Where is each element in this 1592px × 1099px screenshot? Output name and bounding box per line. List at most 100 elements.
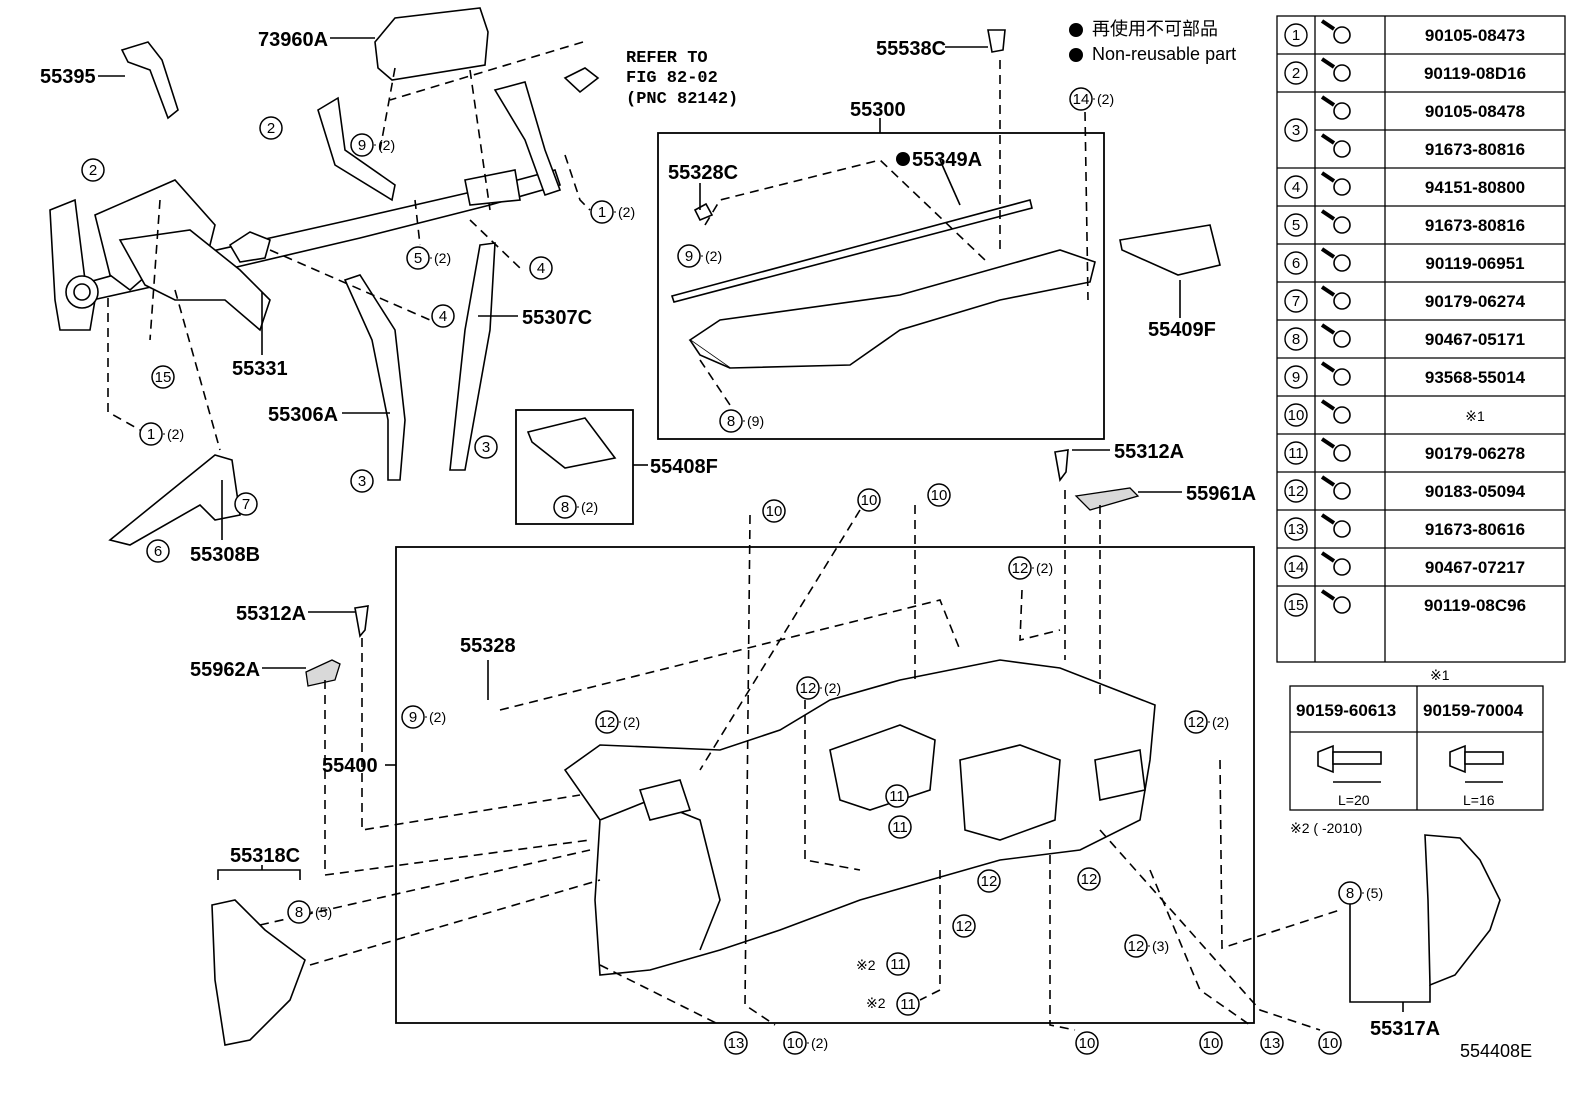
callout-circle — [886, 952, 910, 976]
label-73960A: 73960A — [258, 29, 328, 51]
label-55961A: 55961A — [1186, 483, 1256, 505]
callout-number: 12 — [1128, 938, 1145, 955]
callout-circle — [431, 304, 455, 328]
callout-c9c: 9(2) — [401, 705, 446, 729]
fastener-icon — [1320, 475, 1351, 500]
box-55300 — [657, 132, 1105, 440]
callout-quantity: (3) — [1152, 938, 1169, 954]
fastener-code: 91673-80816 — [1425, 216, 1525, 235]
callout-circle — [1260, 1031, 1284, 1055]
callout-circle — [927, 483, 951, 507]
fastener-icon — [1320, 323, 1351, 348]
callout-c15a: 15 — [151, 365, 175, 389]
callout-circle — [1008, 556, 1032, 580]
callout-c7a: 7 — [234, 492, 258, 516]
callout-circle — [1077, 867, 1101, 891]
fastener-code: 91673-80816 — [1425, 140, 1525, 159]
callout-c8c: 8(5) — [287, 900, 332, 924]
fastener-code: 90105-08478 — [1425, 102, 1525, 121]
non-reusable-dot-55349A — [896, 152, 910, 166]
callout-group: 9(2)221(2)5(2)44151(2)33768(2)8(9)9(2)14… — [81, 87, 1383, 1055]
note1-left-length: L=20 — [1338, 792, 1370, 808]
callout-number: 12 — [599, 714, 616, 731]
callout-c12d: 12(2) — [1184, 710, 1229, 734]
fastener-number-circle — [1284, 479, 1308, 503]
fastener-number: 12 — [1288, 483, 1305, 500]
callout-number: 11 — [900, 996, 916, 1013]
callout-circle — [81, 158, 105, 182]
callout-circle — [1075, 1031, 1099, 1055]
callout-circle — [287, 900, 311, 924]
label-55395: 55395 — [40, 66, 96, 88]
callout-number: 1 — [598, 204, 606, 221]
callout-circle — [783, 1031, 807, 1055]
upper-panel-55300-illustration — [670, 199, 1096, 369]
callout-c4a: 4 — [529, 256, 553, 280]
note2-mark-b: ※2 — [866, 995, 886, 1011]
callout-circle — [885, 784, 909, 808]
callout-number: 8 — [727, 413, 735, 430]
callout-number: 4 — [439, 308, 447, 325]
fastener-number: 7 — [1292, 293, 1300, 310]
fastener-code: 90119-08C96 — [1424, 596, 1526, 615]
label-55308B: 55308B — [190, 544, 260, 566]
callout-c12f: 12 — [1077, 867, 1101, 891]
callout-c11d: 11 — [896, 992, 920, 1016]
callout-c5a: 5(2) — [406, 246, 451, 270]
fastener-icon — [1320, 285, 1351, 310]
callout-c12g: 12 — [952, 914, 976, 938]
label-55349A: 55349A — [912, 149, 982, 171]
callout-number: 11 — [892, 819, 908, 836]
fastener-number: 9 — [1292, 369, 1300, 386]
fastener-icon — [1320, 209, 1351, 234]
fastener-code: 90179-06278 — [1425, 444, 1525, 463]
callout-circle — [529, 256, 553, 280]
callout-circle — [595, 710, 619, 734]
illustration-id: 554408E — [1460, 1041, 1532, 1061]
fastener-icon — [1320, 361, 1351, 386]
fastener-icon — [1320, 589, 1351, 614]
vent-55961A — [1074, 487, 1140, 511]
callout-c3b: 3 — [350, 469, 374, 493]
callout-number: 10 — [766, 503, 783, 520]
callout-quantity: (2) — [824, 680, 841, 696]
fastener-number-circle — [1284, 327, 1308, 351]
label-55300: 55300 — [850, 99, 906, 121]
callout-quantity: (2) — [581, 499, 598, 515]
clip-55312A-top — [1054, 449, 1069, 482]
box-55400 — [395, 546, 1255, 1024]
fastener-icon — [1320, 551, 1351, 576]
legend-japanese: 再使用不可部品 — [1092, 19, 1218, 39]
callout-c12a: 12(2) — [1008, 556, 1053, 580]
callout-number: 10 — [1079, 1035, 1096, 1052]
callout-c10e: 10 — [1075, 1031, 1099, 1055]
bolt-icon-left — [1317, 744, 1382, 783]
fastener-code: 90467-07217 — [1425, 558, 1525, 577]
callout-number: 12 — [1081, 871, 1098, 888]
callout-number: 13 — [1264, 1035, 1281, 1052]
refer-line-2: FIG 82-02 — [626, 69, 718, 88]
label-55331: 55331 — [232, 358, 288, 380]
fastener-icon — [1320, 95, 1351, 120]
callout-quantity: (2) — [811, 1035, 828, 1051]
fastener-code: 91673-80616 — [1425, 520, 1525, 539]
fastener-number-circle — [1284, 365, 1308, 389]
callout-c1a: 1 (2) — [590, 200, 635, 224]
label-55312A-left: 55312A — [236, 603, 306, 625]
vent-55962A — [305, 659, 341, 687]
callout-number: 12 — [1188, 714, 1205, 731]
callout-c11c: 11 — [886, 952, 910, 976]
fastener-number: 2 — [1292, 65, 1300, 82]
callout-c10d: 10(2) — [783, 1031, 828, 1055]
callout-c12h: 12 (3) — [1124, 934, 1169, 958]
label-55400: 55400 — [322, 755, 378, 777]
fastener-code: 90183-05094 — [1425, 482, 1526, 501]
fastener-code: 90119-08D16 — [1424, 64, 1526, 83]
callout-number: 9 — [685, 248, 693, 265]
callout-quantity: (2) — [618, 204, 635, 220]
callout-c6a: 6 — [146, 539, 170, 563]
label-55408F: 55408F — [650, 456, 718, 478]
dashed-leader-lines — [107, 41, 1341, 1031]
callout-circle — [151, 365, 175, 389]
side-cover-55318C — [211, 899, 306, 1046]
